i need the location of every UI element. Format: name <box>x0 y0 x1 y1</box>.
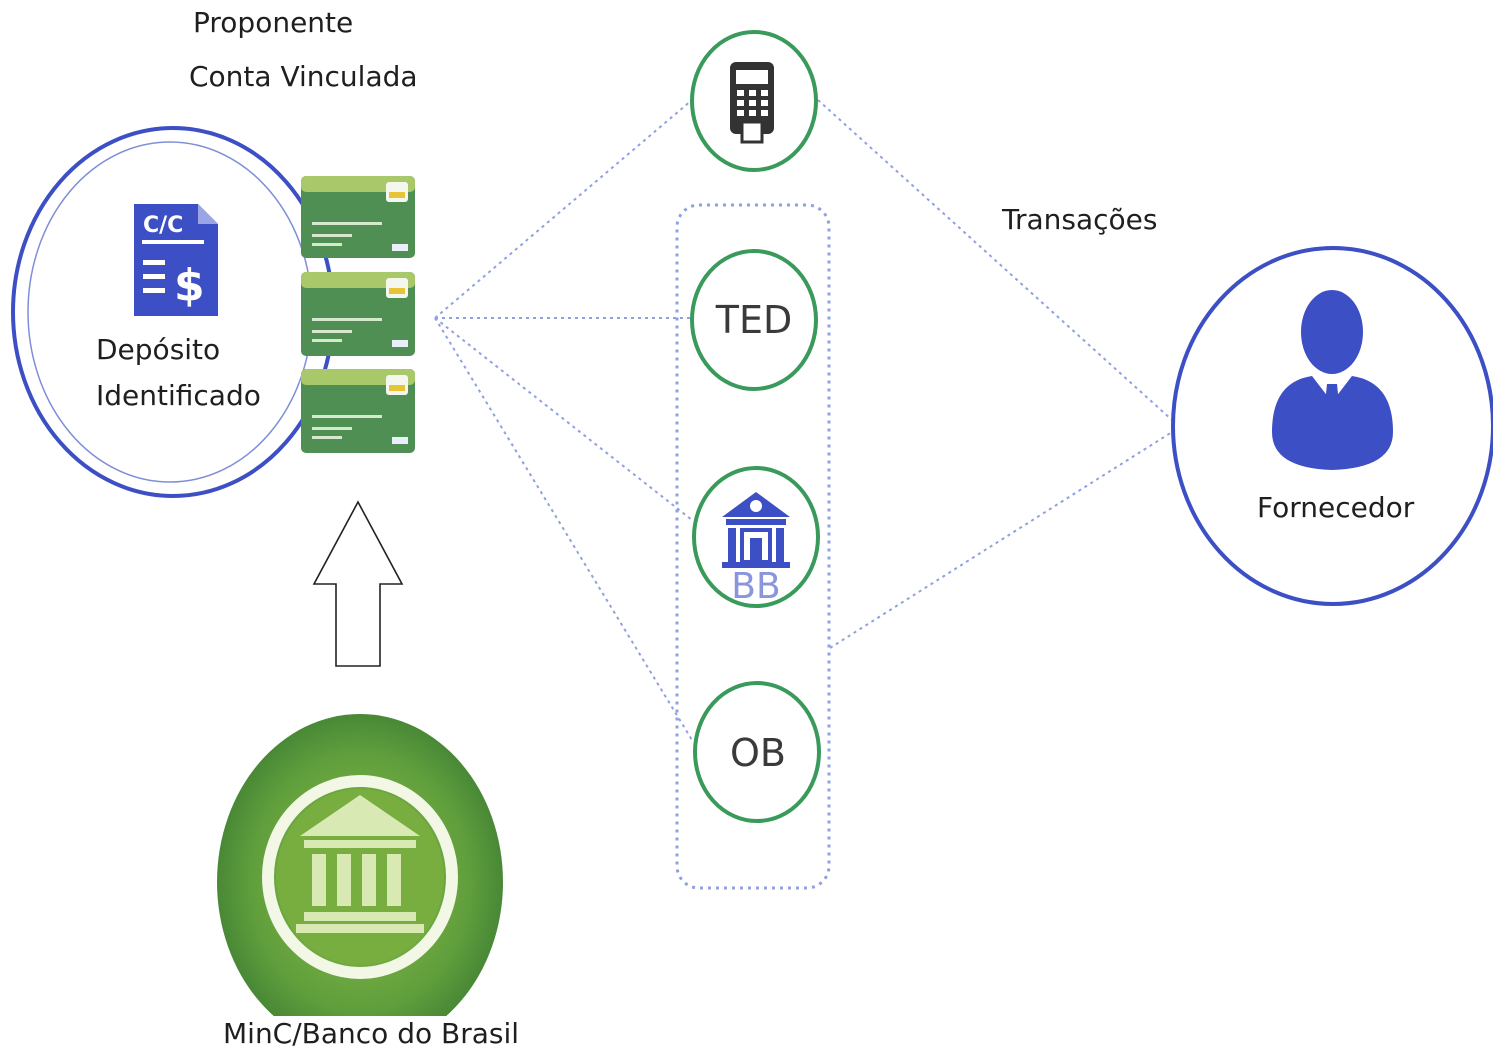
svg-text:C/C: C/C <box>143 213 183 238</box>
card-icon <box>301 369 415 453</box>
bb-label: BB <box>731 566 781 607</box>
proponente-label: Proponente <box>193 6 354 39</box>
card-icon <box>301 176 415 258</box>
card-machine-icon <box>730 62 774 144</box>
document-cc-icon: C/C $ <box>134 204 218 316</box>
ob-label: OB <box>730 731 786 775</box>
bank-building-icon <box>296 795 424 933</box>
cards-stack <box>301 176 415 453</box>
transacoes-label: Transações <box>1002 203 1158 236</box>
supplier-circle <box>1171 246 1493 606</box>
svg-text:$: $ <box>174 260 205 311</box>
ted-node <box>690 249 818 391</box>
bb-node <box>692 466 820 608</box>
person-icon <box>1272 290 1393 470</box>
ted-label: TED <box>715 298 793 342</box>
ob-node <box>693 681 821 823</box>
connector-lines <box>434 99 1173 741</box>
card-icon <box>301 272 415 356</box>
conta-vinculada-label: Conta Vinculada <box>189 60 418 93</box>
bank-circle <box>217 714 503 1016</box>
arrow-up-icon <box>312 500 404 667</box>
card-machine-node <box>690 30 818 172</box>
bank-building-icon <box>722 492 790 568</box>
fornecedor-label: Fornecedor <box>1257 491 1415 524</box>
minc-banco-do-brasil-label: MinC/Banco do Brasil <box>223 1017 520 1050</box>
deposito-label: Depósito <box>96 333 221 366</box>
identificado-label: Identificado <box>96 379 261 412</box>
